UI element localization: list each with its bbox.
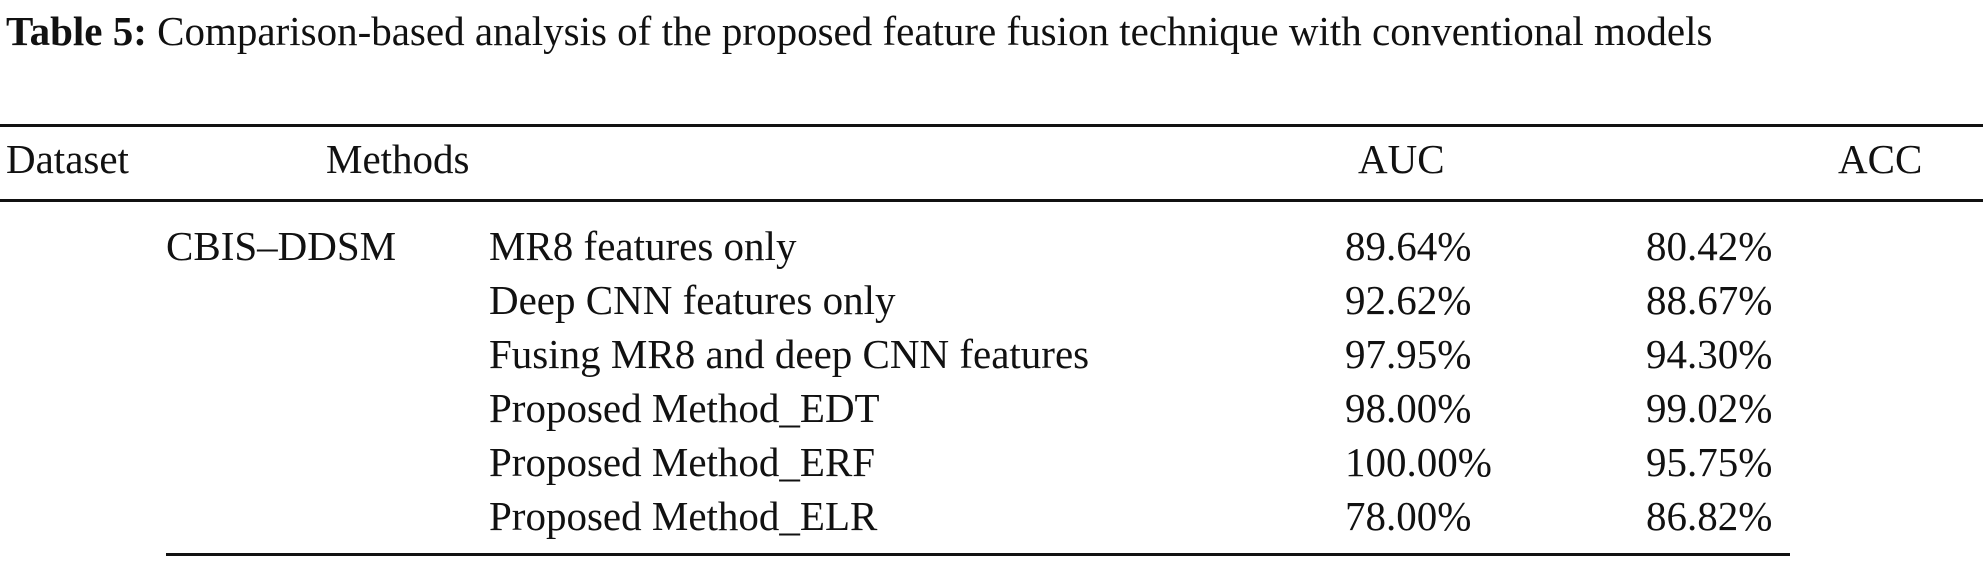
table-row-method: Fusing MR8 and deep CNN features — [489, 331, 1090, 377]
table-row-acc: 86.82% — [1646, 493, 1773, 539]
dataset-name: CBIS–DDSM — [166, 223, 397, 269]
table-row-acc: 95.75% — [1646, 439, 1773, 485]
table-caption: Table 5: Comparison-based analysis of th… — [6, 0, 1976, 62]
top-rule — [0, 124, 1983, 127]
header-auc: AUC — [1358, 136, 1445, 182]
table-row-auc: 98.00% — [1345, 385, 1472, 431]
table-row-method: Proposed Method_ELR — [489, 493, 878, 539]
table-row-auc: 97.95% — [1345, 331, 1472, 377]
caption-text: Comparison-based analysis of the propose… — [157, 8, 1713, 54]
table-row-auc: 89.64% — [1345, 223, 1472, 269]
table-row-method: Deep CNN features only — [489, 277, 896, 323]
header-dataset: Dataset — [6, 136, 129, 182]
table-row-auc: 100.00% — [1345, 439, 1492, 485]
table-row-acc: 80.42% — [1646, 223, 1773, 269]
header-methods: Methods — [326, 136, 470, 182]
table-row-method: Proposed Method_ERF — [489, 439, 876, 485]
table-row-method: MR8 features only — [489, 223, 797, 269]
bottom-rule — [166, 553, 1790, 556]
table-row-acc: 99.02% — [1646, 385, 1773, 431]
header-rule — [0, 199, 1983, 202]
table-row-acc: 94.30% — [1646, 331, 1773, 377]
header-acc: ACC — [1838, 136, 1923, 182]
table-row-auc: 78.00% — [1345, 493, 1472, 539]
table-row-acc: 88.67% — [1646, 277, 1773, 323]
table-row-method: Proposed Method_EDT — [489, 385, 880, 431]
caption-label: Table 5: — [6, 8, 147, 54]
table-row-auc: 92.62% — [1345, 277, 1472, 323]
